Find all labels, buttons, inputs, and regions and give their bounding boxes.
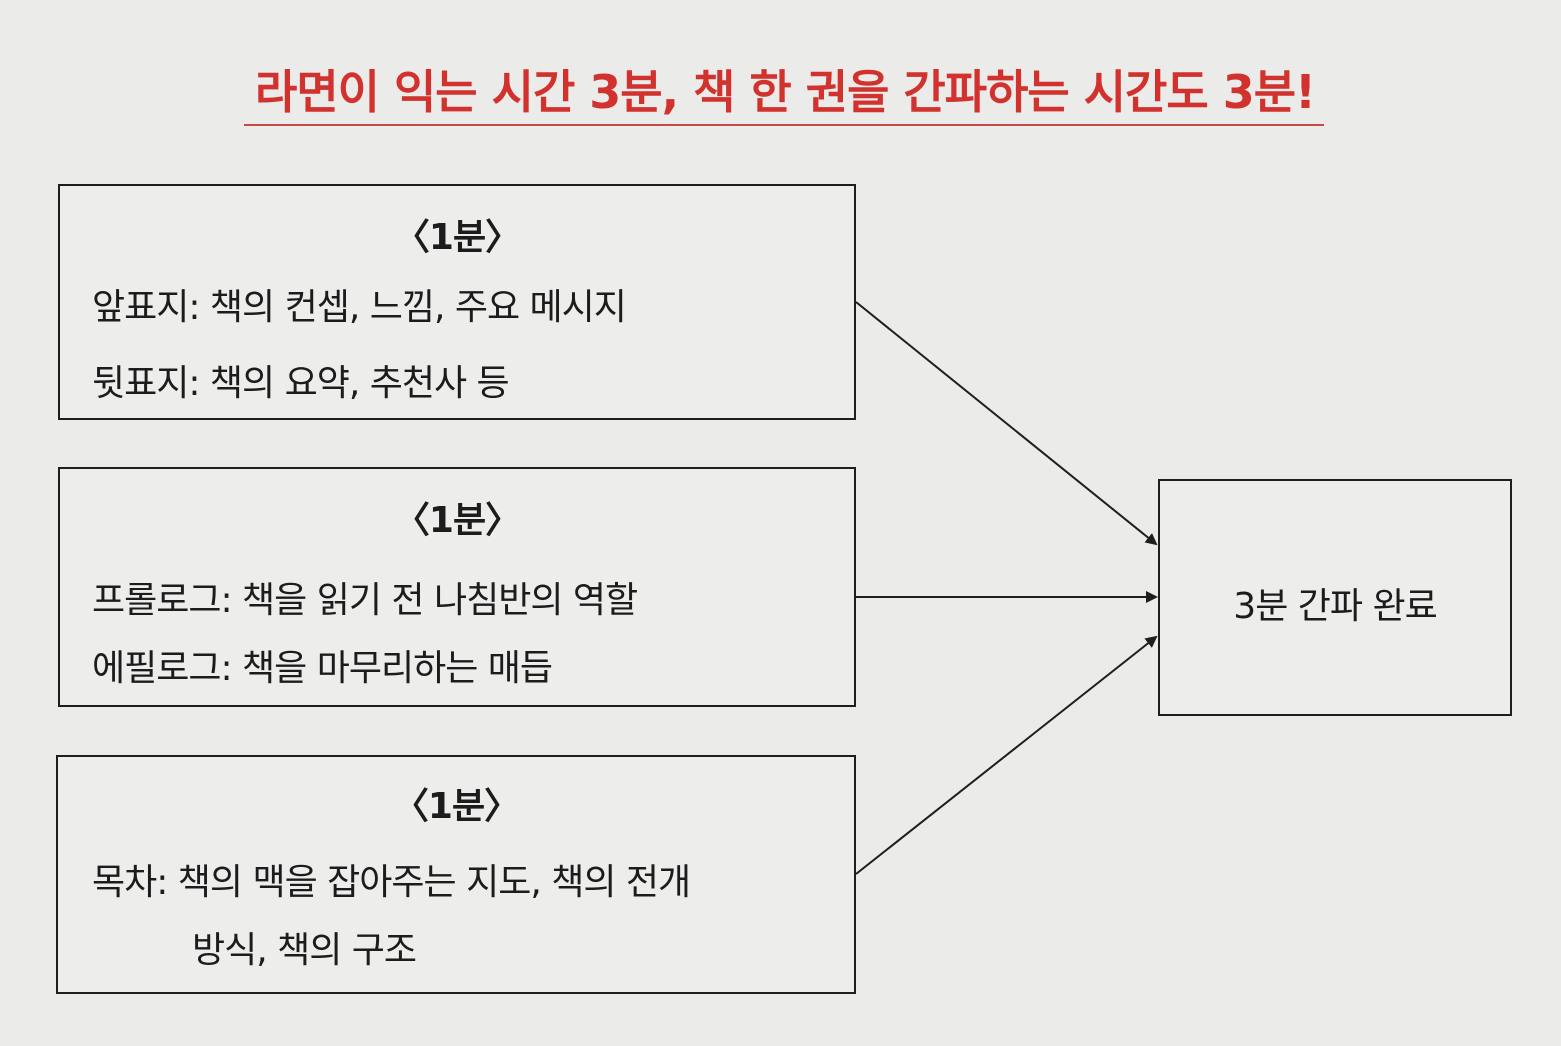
- box-prologue-heading: 〈1분〉: [393, 500, 521, 541]
- box-cover-line-front: 앞표지: 책의 컨셉, 느낌, 주요 메시지: [92, 287, 627, 328]
- box-contents-heading: 〈1분〉: [392, 786, 520, 827]
- box-cover-heading: 〈1분〉: [393, 217, 521, 258]
- arrow-contents-to-result: [855, 635, 1158, 875]
- box-cover-line-back: 뒷표지: 책의 요약, 추천사 등: [92, 363, 510, 404]
- result-label: 3분 간파 완료: [1233, 586, 1437, 627]
- box-prologue: 〈1분〉 프롤로그: 책을 읽기 전 나침반의 역할 에필로그: 책을 마무리하…: [58, 467, 856, 707]
- result-box: 3분 간파 완료: [1158, 479, 1512, 716]
- box-prologue-line-epilogue: 에필로그: 책을 마무리하는 매듭: [92, 648, 553, 689]
- diagram-title: 라면이 익는 시간 3분, 책 한 권을 간파하는 시간도 3분!: [255, 65, 1316, 119]
- box-contents-line-1: 목차: 책의 맥을 잡아주는 지도, 책의 전개: [92, 862, 691, 903]
- box-prologue-line-prologue: 프롤로그: 책을 읽기 전 나침반의 역할: [92, 580, 638, 621]
- arrow-cover-to-result: [855, 301, 1158, 546]
- box-contents-line-2: 방식, 책의 구조: [192, 930, 417, 971]
- title-underline: [244, 124, 1324, 126]
- box-contents: 〈1분〉 목차: 책의 맥을 잡아주는 지도, 책의 전개 방식, 책의 구조: [56, 755, 856, 994]
- box-cover: 〈1분〉 앞표지: 책의 컨셉, 느낌, 주요 메시지 뒷표지: 책의 요약, …: [58, 184, 856, 420]
